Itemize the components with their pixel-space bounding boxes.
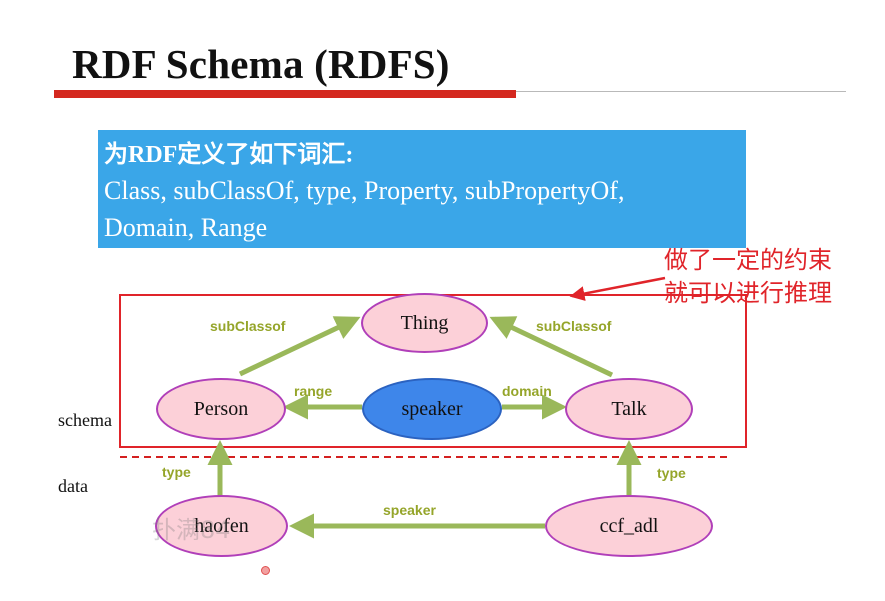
vocabulary-terms-line-1: Class, subClassOf, type, Property, subPr…	[104, 176, 625, 205]
annotation-arrow	[569, 276, 666, 301]
vocabulary-box: 为RDF定义了如下词汇: Class, subClassOf, type, Pr…	[98, 130, 746, 248]
edge-talk-thing	[489, 316, 614, 378]
node-talk: Talk	[565, 378, 693, 440]
watermark-text: 扑满84	[152, 516, 231, 544]
title-underline-bar	[54, 90, 516, 98]
vocabulary-heading: 为RDF定义了如下词汇:	[104, 142, 354, 168]
node-person: Person	[156, 378, 286, 440]
slide-title: RDF Schema (RDFS)	[72, 41, 450, 87]
label-person-thing: subClassof	[210, 318, 286, 334]
pointer-cursor-icon	[261, 566, 270, 575]
annotation-line-1: 做了一定的约束	[664, 246, 832, 274]
edge-person-thing	[238, 316, 361, 377]
label-speaker-talk: domain	[502, 383, 552, 399]
label-talk-thing: subClassof	[536, 318, 612, 334]
label-haofen-person: type	[162, 464, 191, 480]
schema-layer-label: schema	[58, 410, 112, 430]
label-ccf-talk: type	[657, 465, 686, 481]
label-speaker-person: range	[294, 383, 333, 399]
title-underline-rule	[516, 91, 846, 92]
node-ccf-adl: ccf_adl	[545, 495, 713, 557]
node-speaker: speaker	[362, 378, 502, 440]
vocabulary-terms-line-2: Domain, Range	[104, 213, 268, 242]
annotation-line-2: 就可以进行推理	[664, 279, 832, 307]
label-ccf-haofen: speaker	[383, 502, 436, 518]
node-thing: Thing	[361, 293, 488, 353]
annotation-note: 做了一定的约束 就可以进行推理	[664, 244, 832, 310]
node-haofen: haofen	[155, 495, 288, 557]
data-layer-label: data	[58, 476, 88, 496]
